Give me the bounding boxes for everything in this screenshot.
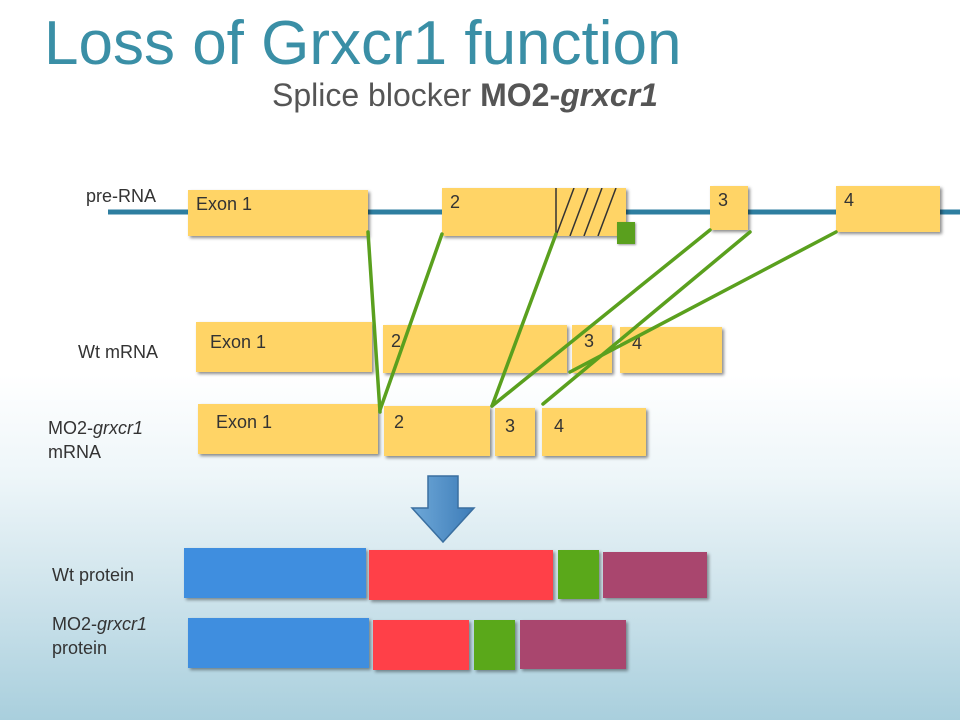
wt-protein-label: Wt protein [52, 565, 135, 585]
splice-line-exon1-end [366, 230, 382, 414]
wt-protein-domain-3 [558, 550, 599, 599]
down-arrow-icon [410, 475, 476, 544]
mo2-mrna-exon-3: 3 [495, 408, 535, 456]
wt-protein-domain-2 [369, 550, 553, 600]
wt-protein-domain-1 [184, 548, 366, 598]
splice-line-exon4-start [568, 230, 838, 374]
mo2-mrna-label-prefix: MO2- [48, 418, 93, 438]
subtitle-prefix: Splice blocker [272, 77, 481, 113]
mo2-mrna-exon-1: Exon 1 [198, 404, 378, 454]
mo2-protein-domain-4 [520, 620, 626, 669]
mo2-protein-label-suffix: protein [52, 638, 108, 659]
hatched-region [555, 188, 617, 236]
subtitle-bold-italic: grxcr1 [560, 77, 658, 113]
splice-line-exon3-end [541, 230, 752, 406]
wt-mrna-label: Wt mRNA [78, 342, 158, 362]
pre-rna-exon-1: Exon 1 [188, 190, 368, 236]
wt-mrna-exon-4: 4 [620, 327, 722, 373]
wt-protein-domain-4 [603, 552, 707, 598]
morpholino-marker [617, 222, 635, 244]
mo2-mrna-label: MO2-grxcr1 mRNA [48, 416, 143, 465]
pre-rna-exon-2: 2 [442, 188, 626, 236]
mo2-protein-label-prefix: MO2- [52, 614, 97, 634]
splice-line-exon2-cryptic [490, 232, 558, 408]
page-title: Loss of Grxcr1 function [44, 9, 682, 78]
pre-rna-label: pre-RNA [86, 186, 157, 206]
splice-line-exon2-start [378, 232, 444, 412]
splice-line-exon3-start [490, 228, 712, 408]
mo2-protein-label: MO2-grxcr1 protein [52, 612, 147, 661]
mo2-mrna-exon-4: 4 [542, 408, 646, 456]
mo2-mrna-label-italic: grxcr1 [93, 418, 144, 438]
mo2-protein-domain-2 [373, 620, 469, 670]
mo2-mrna-label-suffix: mRNA [48, 442, 101, 463]
mo2-protein-label-italic: grxcr1 [97, 614, 148, 634]
pre-rna-exon-2-label: 2 [450, 192, 461, 212]
mo2-protein-domain-1 [188, 618, 369, 668]
wt-mrna-exon-1: Exon 1 [196, 322, 372, 372]
subtitle-bold: MO2- [480, 77, 561, 113]
mo2-mrna-exon-2: 2 [384, 406, 490, 456]
mo2-protein-domain-3 [474, 620, 515, 670]
wt-mrna-exon-2: 2 [383, 325, 567, 373]
subtitle: Splice blocker MO2-grxcr1 [272, 76, 658, 114]
pre-rna-exon-3: 3 [710, 186, 748, 230]
pre-rna-exon-4: 4 [836, 186, 940, 232]
